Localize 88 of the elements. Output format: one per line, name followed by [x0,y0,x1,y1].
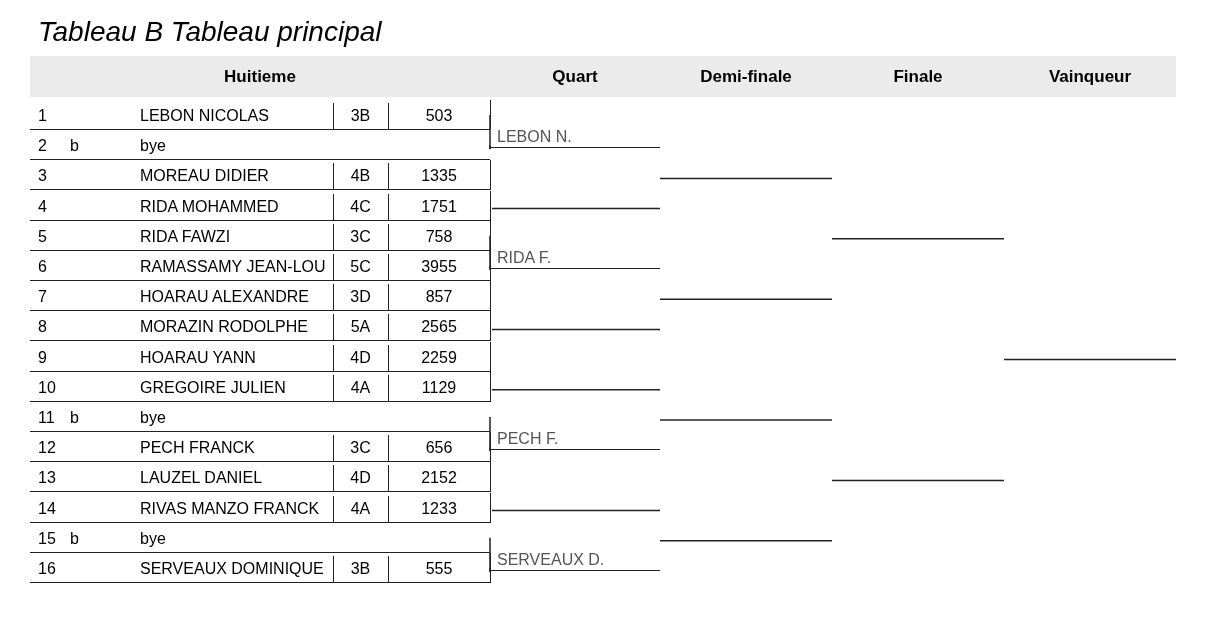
player-name: LEBON NICOLAS [140,106,269,126]
seed-number: 12 [38,438,56,459]
seed-number: 8 [38,317,47,338]
points: 555 [424,559,454,579]
player-name: RAMASSAMY JEAN-LOU [140,257,326,277]
player-name: LAUZEL DANIEL [140,468,263,489]
seed-number: 9 [38,347,47,368]
player-name: RIDA FAWZI [140,226,231,247]
bye-mark: b [70,528,79,549]
player-name: HOARAU YANN [140,347,256,368]
column-header: Vainqueur [1048,67,1132,86]
points: 1335 [420,166,458,187]
ranking-class: 4D [349,468,372,489]
qualified-player: PECH F. [497,429,559,448]
player-row [30,160,491,191]
bracket-line [489,446,492,451]
player-name: MORAZIN RODOLPHE [140,317,308,338]
seed-number: 14 [38,498,56,519]
seed-number: 15 [38,528,56,549]
player-row [30,492,491,523]
player-row [30,281,491,312]
player-row [30,462,491,493]
qualified-player: SERVEAUX D. [497,550,605,569]
points: 2565 [420,317,458,338]
bye-label: bye [140,408,166,428]
player-name: PECH FRANCK [140,438,255,459]
points: 758 [424,226,454,247]
player-name: GREGOIRE JULIEN [140,377,286,398]
seed-number: 5 [38,226,47,247]
bye-mark: b [70,136,79,157]
seed-number: 7 [38,287,47,308]
column-header: Huitieme [224,67,296,86]
points: 1129 [420,377,458,398]
player-row [30,220,491,251]
ranking-class: 3D [349,287,372,308]
points: 3955 [420,257,458,277]
bye-label: bye [140,528,166,549]
ranking-class: 4D [349,347,372,368]
player-row [30,251,491,281]
qualified-player: LEBON N. [497,127,572,146]
points: 2152 [420,468,458,489]
page-title: Tableau B Tableau principal [38,16,382,48]
player-row [30,341,491,372]
ranking-class: 3C [349,226,372,247]
ranking-class: 3B [349,559,372,579]
player-name: MOREAU DIDIER [140,166,269,187]
player-row [30,100,491,130]
player-row [30,371,491,402]
column-header: Quart [552,67,598,86]
column-header: Finale [893,67,943,86]
player-name: SERVEAUX DOMINIQUE [140,559,324,579]
player-row [30,311,491,342]
seed-number: 6 [38,257,47,277]
bracket-line [489,567,492,572]
qualified-player: RIDA F. [497,248,552,267]
points: 1751 [420,196,458,217]
column-header: Demi-finale [700,67,792,86]
player-row [30,190,491,221]
points: 1233 [420,498,458,519]
player-row [30,432,491,463]
bye-label: bye [140,136,166,157]
player-row [30,553,491,583]
seed-number: 11 [38,408,55,428]
seed-number: 4 [38,196,47,217]
points: 656 [424,438,454,459]
seed-number: 2 [38,136,47,157]
ranking-class: 4C [349,196,372,217]
points: 857 [424,287,454,308]
points: 503 [424,106,454,126]
player-name: RIDA MOHAMMED [140,196,279,217]
points: 2259 [420,347,458,368]
bracket-line [489,265,492,270]
player-name: RIVAS MANZO FRANCK [140,498,320,519]
seed-number: 1 [38,106,47,126]
ranking-class: 5A [349,317,372,338]
seed-number: 13 [38,468,56,489]
ranking-class: 5C [349,257,372,277]
bracket-line [489,144,492,149]
seed-number: 3 [38,166,47,187]
ranking-class: 3C [349,438,372,459]
ranking-class: 4A [349,498,372,519]
seed-number: 16 [38,559,56,579]
ranking-class: 4A [349,377,372,398]
player-name: HOARAU ALEXANDRE [140,287,309,308]
seed-number: 10 [38,377,56,398]
bye-mark: b [70,408,79,428]
ranking-class: 4B [349,166,372,187]
ranking-class: 3B [349,106,372,126]
